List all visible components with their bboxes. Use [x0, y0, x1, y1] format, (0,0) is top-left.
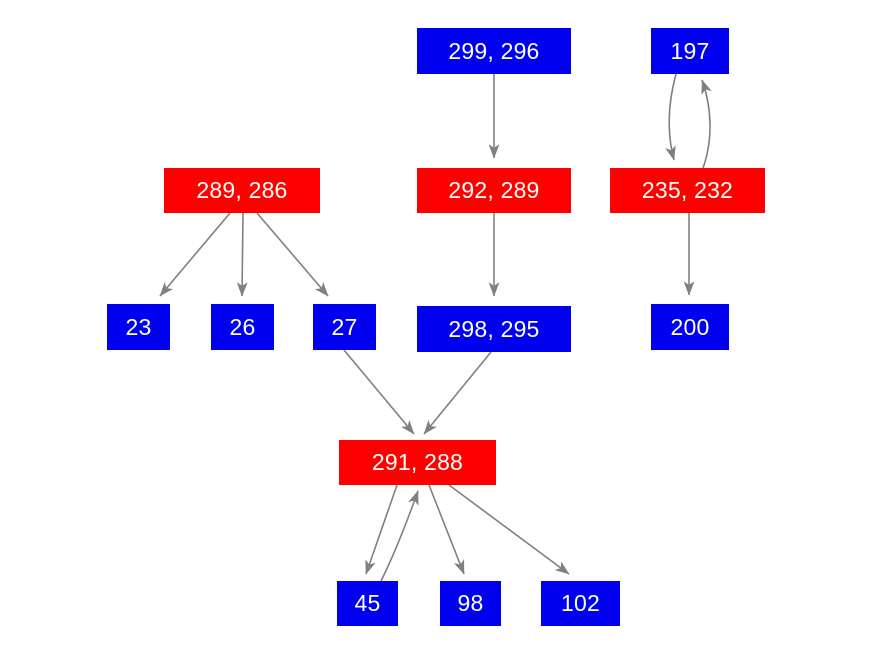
node-label: 102 [561, 590, 600, 616]
node-299-296[interactable]: 299, 296 [417, 28, 571, 74]
node-197[interactable]: 197 [651, 28, 729, 74]
edge-291-to-45 [365, 484, 398, 575]
node-label: 200 [670, 313, 710, 340]
edge-235-to-197 [701, 79, 712, 169]
node-label: 299, 296 [448, 37, 540, 64]
node-292-289[interactable]: 292, 289 [417, 168, 571, 213]
edge-291-to-102 [448, 484, 570, 575]
node-235-232[interactable]: 235, 232 [610, 168, 765, 213]
node-label: 289, 286 [196, 177, 288, 203]
node-label: 298, 295 [448, 315, 540, 342]
edge-289-to-23 [159, 212, 231, 297]
node-label: 26 [229, 313, 256, 340]
node-23[interactable]: 23 [107, 304, 170, 350]
node-label: 27 [331, 313, 358, 340]
edge-291-to-98 [428, 484, 465, 575]
edge-45-to-291 [380, 490, 419, 582]
node-label: 98 [457, 590, 484, 616]
node-45[interactable]: 45 [337, 581, 398, 626]
edge-27-to-291 [343, 349, 415, 435]
edge-289-to-26 [236, 212, 248, 297]
node-200[interactable]: 200 [651, 304, 729, 350]
node-298-295[interactable]: 298, 295 [417, 306, 571, 352]
node-label: 45 [354, 590, 381, 616]
node-label: 235, 232 [641, 177, 734, 203]
edge-298-to-291 [423, 351, 492, 435]
node-label: 23 [125, 313, 152, 340]
node-26[interactable]: 26 [211, 304, 274, 350]
node-27[interactable]: 27 [313, 304, 376, 350]
node-98[interactable]: 98 [440, 581, 501, 626]
edge-289-to-27 [256, 212, 329, 297]
node-label: 291, 288 [371, 449, 464, 475]
node-label: 292, 289 [448, 177, 540, 203]
node-label: 197 [670, 37, 710, 64]
edge-197-to-235 [665, 73, 677, 161]
node-102[interactable]: 102 [541, 581, 620, 626]
node-289-286[interactable]: 289, 286 [164, 168, 320, 213]
node-291-288[interactable]: 291, 288 [339, 440, 496, 485]
